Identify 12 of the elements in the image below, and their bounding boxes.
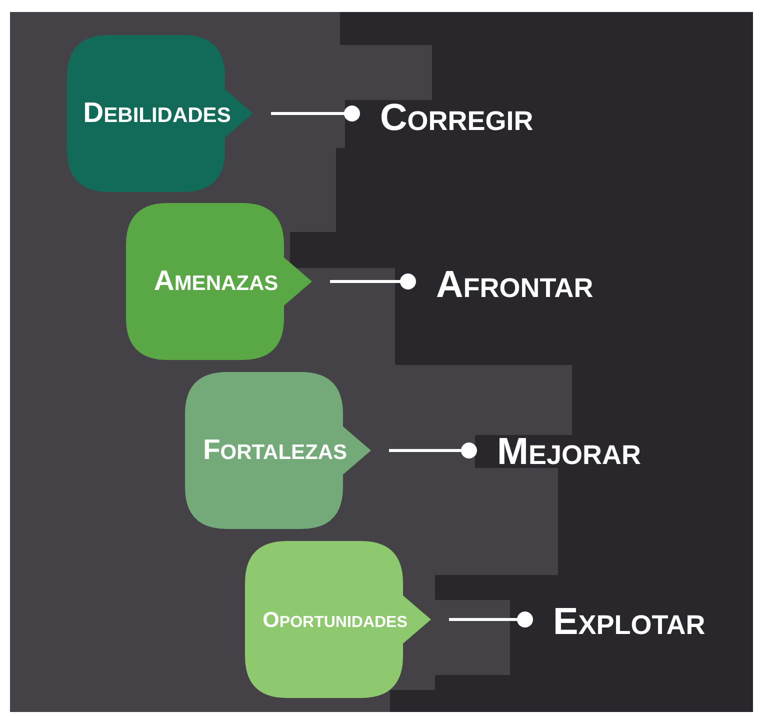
connector-line [330,274,416,290]
action-label: MEJORAR [497,432,642,475]
action-label: CORREGIR [380,98,534,141]
bubble-label: OPORTUNIDADES [262,608,408,634]
connector-line [449,612,533,628]
bubble-label: DEBILIDADES [82,98,232,131]
connector-line [271,106,360,122]
action-label: AFRONTAR [436,265,594,308]
connector-line [389,442,477,458]
bubble-label: FORTALEZAS [202,434,348,468]
bubble-label: AMENAZAS [152,266,280,299]
action-label: EXPLOTAR [553,602,706,645]
